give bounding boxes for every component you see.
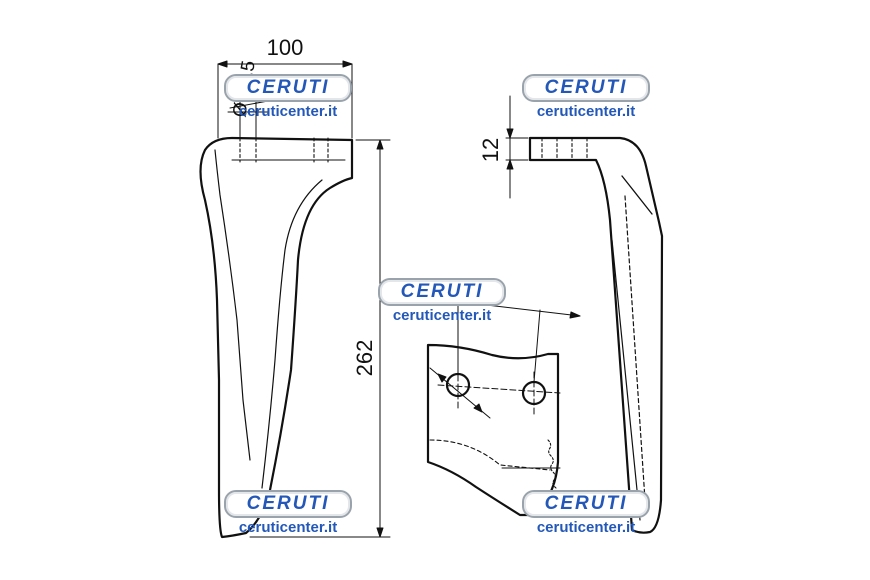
dimension-thickness: [505, 95, 529, 199]
watermark-center: CERUTI ceruticenter.it: [378, 278, 506, 324]
watermark-brand: CERUTI: [378, 278, 506, 306]
watermark-url: ceruticenter.it: [238, 519, 338, 536]
watermark-brand: CERUTI: [224, 74, 352, 102]
dimension-width: [217, 60, 353, 139]
watermark-url: ceruticenter.it: [536, 519, 636, 536]
dimension-height: [249, 139, 391, 538]
blade-side-view: [199, 136, 354, 539]
watermark-url: ceruticenter.it: [536, 103, 636, 120]
dimension-height-label: 262: [352, 340, 377, 377]
watermark-brand: CERUTI: [522, 490, 650, 518]
watermark-url: ceruticenter.it: [238, 103, 338, 120]
blade-front-view: [528, 136, 664, 534]
dimension-width-label: 100: [267, 35, 304, 60]
watermark-url: ceruticenter.it: [392, 307, 492, 324]
watermark-bottom-left: CERUTI ceruticenter.it: [224, 490, 352, 536]
watermark-top-left: CERUTI ceruticenter.it: [224, 74, 352, 120]
flange-detail: [426, 299, 581, 517]
watermark-bottom-right: CERUTI ceruticenter.it: [522, 490, 650, 536]
watermark-top-right: CERUTI ceruticenter.it: [522, 74, 650, 120]
watermark-brand: CERUTI: [522, 74, 650, 102]
dimension-thickness-label: 12: [478, 138, 503, 162]
watermark-brand: CERUTI: [224, 490, 352, 518]
